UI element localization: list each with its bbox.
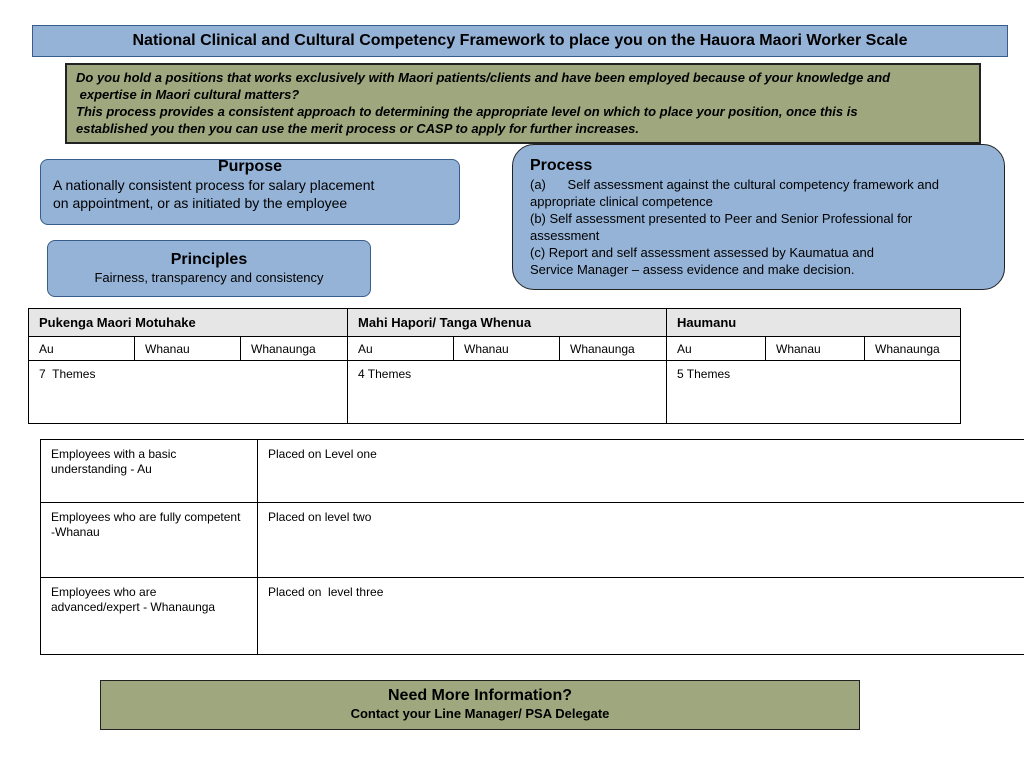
themes-cell: 7 Themes [28, 360, 348, 424]
principles-title: Principles [170, 251, 248, 268]
purpose-title: Purpose [217, 158, 282, 175]
info-panel: Need More Information? Contact your Line… [100, 680, 860, 730]
group-header: Mahi Hapori/ Tanga Whenua [347, 307, 667, 338]
purpose-panel: Purpose A nationally consistent process … [40, 158, 460, 225]
themes-cell: 5 Themes [666, 360, 961, 424]
employee-cell: Employees with a basic understanding - A… [40, 439, 258, 503]
page-title: National Clinical and Cultural Competenc… [32, 25, 1008, 57]
group-header: Pukenga Maori Motuhake [28, 307, 348, 338]
process-step: Service Manager – assess evidence and ma… [530, 262, 855, 277]
placement-cell: Placed on Level one [257, 439, 1024, 503]
placement-row: Employees with a basic understanding - A… [40, 439, 1024, 503]
level-cell: Au [28, 336, 135, 362]
info-subtitle: Contact your Line Manager/ PSA Delegate [350, 706, 610, 721]
level-cell: Whanau [765, 336, 865, 362]
level-cell: Whanau [134, 336, 241, 362]
competency-group-row: Pukenga Maori Motuhake Mahi Hapori/ Tang… [28, 307, 961, 338]
level-cell: Whanaunga [240, 336, 348, 362]
process-step: (c) Report and self assessment assessed … [530, 245, 874, 260]
process-step: appropriate clinical competence [530, 194, 713, 209]
level-cell: Whanaunga [559, 336, 667, 362]
intro-line: expertise in Maori cultural matters? [76, 87, 300, 102]
placement-row: Employees who are fully competent -Whana… [40, 502, 1024, 578]
intro-panel: Do you hold a positions that works exclu… [65, 63, 981, 144]
level-cell: Whanaunga [864, 336, 961, 362]
employee-cell: Employees who are fully competent -Whana… [40, 502, 258, 578]
intro-line: established you then you can use the mer… [76, 121, 639, 136]
process-step: (a) Self assessment against the cultural… [530, 177, 939, 192]
process-title: Process [530, 157, 593, 174]
competency-level-row: Au Whanau Whanaunga Au Whanau Whanaunga … [28, 336, 961, 362]
principles-panel: Principles Fairness, transparency and co… [47, 240, 371, 297]
process-step: assessment [530, 228, 600, 243]
level-cell: Whanau [453, 336, 560, 362]
placement-cell: Placed on level three [257, 577, 1024, 655]
employee-cell: Employees who are advanced/expert - Whan… [40, 577, 258, 655]
group-header: Haumanu [666, 307, 961, 338]
purpose-text: on appointment, or as initiated by the e… [53, 195, 348, 211]
competency-theme-row: 7 Themes 4 Themes 5 Themes [28, 360, 961, 424]
placement-table: Employees with a basic understanding - A… [40, 439, 1024, 655]
info-title: Need More Information? [387, 687, 572, 704]
purpose-text: A nationally consistent process for sala… [53, 177, 375, 193]
level-cell: Au [347, 336, 454, 362]
themes-cell: 4 Themes [347, 360, 667, 424]
process-panel: Process (a) Self assessment against the … [512, 144, 1005, 290]
intro-line: Do you hold a positions that works exclu… [76, 70, 891, 85]
competency-table: Pukenga Maori Motuhake Mahi Hapori/ Tang… [28, 307, 961, 424]
principles-text: Fairness, transparency and consistency [94, 270, 324, 285]
placement-cell: Placed on level two [257, 502, 1024, 578]
level-cell: Au [666, 336, 766, 362]
process-step: (b) Self assessment presented to Peer an… [530, 211, 913, 226]
placement-row: Employees who are advanced/expert - Whan… [40, 577, 1024, 655]
intro-line: This process provides a consistent appro… [76, 104, 858, 119]
